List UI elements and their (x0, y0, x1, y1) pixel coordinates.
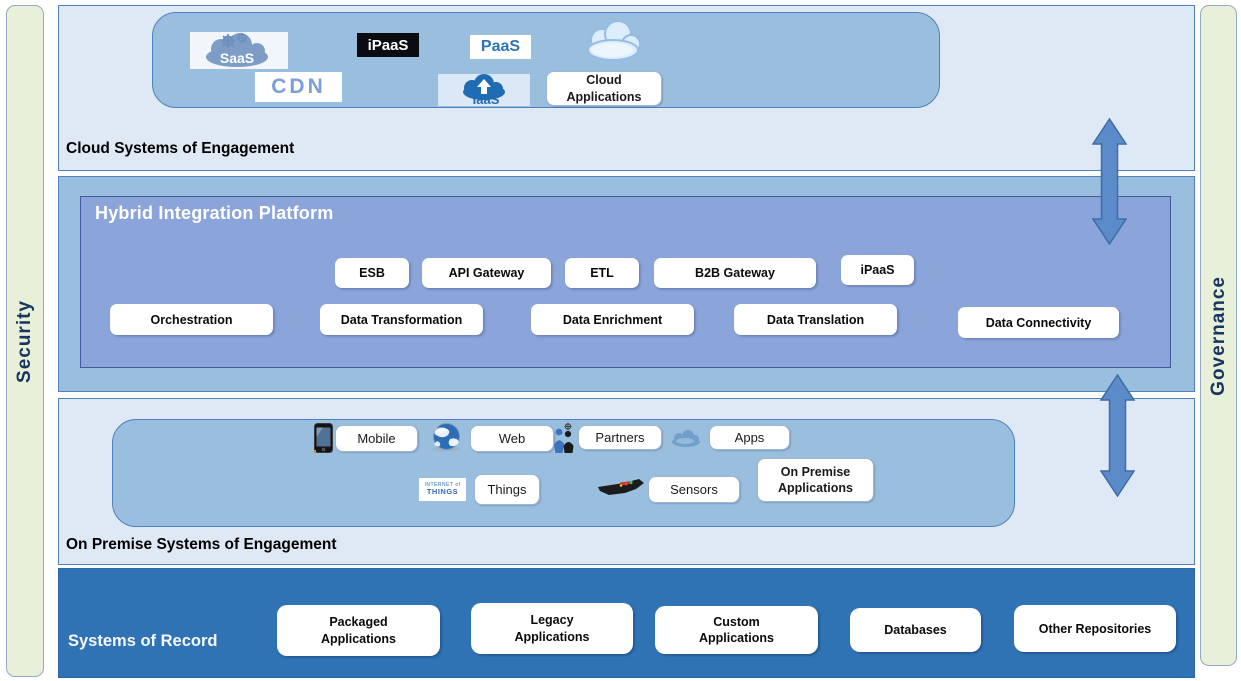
capability-b2b-gateway: B2B Gateway (654, 258, 816, 288)
governance-label: Governance (1207, 275, 1229, 396)
capability-esb: ESB (335, 258, 409, 288)
iot-text-small: INTERNET of (424, 482, 461, 489)
capability-data-connectivity: Data Connectivity (958, 307, 1119, 338)
iot-text-big: THINGS (426, 487, 459, 497)
saas-icon: SaaS (190, 32, 288, 69)
capability-ipaas: iPaaS (841, 255, 914, 285)
governance-bar: Governance (1200, 5, 1237, 666)
repo-databases-label: Databases (884, 623, 947, 637)
cdn-text: CDN (271, 75, 326, 98)
saas-text: SaaS (220, 50, 254, 66)
security-bar: Security (6, 5, 44, 677)
mobile-phone-icon (314, 423, 333, 453)
iaas-icon: IaaS (438, 74, 530, 106)
cloud-image-icon (582, 17, 645, 62)
ipaas-logo: iPaaS (357, 33, 419, 57)
repo-other-repositories: Other Repositories (1014, 605, 1176, 652)
repo-databases: Databases (850, 608, 981, 652)
apps-cloud-icon (669, 430, 703, 448)
onprem-applications-box: On Premise Applications (757, 458, 874, 502)
capability-api-gateway: API Gateway (422, 258, 551, 288)
cdn-logo: CDN (255, 72, 342, 102)
repo-legacy-applications-label: Legacy Applications (514, 613, 590, 644)
capability-data-translation: Data Translation (734, 304, 897, 335)
channel-things: Things (474, 474, 540, 505)
capability-data-transformation: Data Transformation (320, 304, 483, 335)
repo-legacy-applications: Legacy Applications (471, 603, 633, 654)
saas-cloud-gears-icon: SaaS (206, 33, 268, 67)
channel-apps: Apps (709, 425, 790, 450)
paas-text: PaaS (480, 38, 521, 55)
onprem-applications-label: On Premise Applications (777, 464, 853, 495)
capability-etl: ETL (565, 258, 639, 288)
hip-title: Hybrid Integration Platform (95, 203, 334, 223)
security-label: Security (14, 299, 35, 383)
cloud-soe-label: Cloud Systems of Engagement (66, 140, 295, 157)
channel-sensors: Sensors (648, 476, 740, 503)
repo-custom-applications-label: Custom Applications (698, 614, 774, 645)
hip-onprem-sync-arrow (1099, 373, 1136, 498)
repo-other-repositories-label: Other Repositories (1038, 621, 1152, 636)
channel-partners: Partners (578, 425, 662, 450)
repo-packaged-applications-label: Packaged Applications (320, 615, 396, 646)
sensor-device-icon (596, 477, 646, 500)
channel-web: Web (470, 425, 554, 452)
ipaas-text: iPaaS (367, 36, 409, 54)
paas-logo: PaaS (470, 35, 531, 59)
internet-of-things-image: INTERNET of THINGS (419, 478, 466, 501)
systems-of-record-label: Systems of Record (68, 632, 218, 650)
iaas-cloud-arrow-icon: IaaS (463, 74, 505, 106)
capability-orchestration: Orchestration (110, 304, 273, 335)
partners-people-icon (552, 422, 575, 453)
capability-data-enrichment: Data Enrichment (531, 304, 694, 335)
repo-packaged-applications: Packaged Applications (277, 605, 440, 656)
cloud-applications-box: Cloud Applications (546, 71, 662, 106)
channel-mobile: Mobile (335, 425, 418, 452)
onprem-soe-label: On Premise Systems of Engagement (66, 536, 337, 553)
repo-custom-applications: Custom Applications (655, 606, 818, 654)
iaas-text: IaaS (473, 92, 500, 106)
cloud-applications-label: Cloud Applications (566, 73, 642, 104)
cloud-hip-sync-arrow (1091, 117, 1128, 246)
web-globe-icon (425, 423, 468, 452)
